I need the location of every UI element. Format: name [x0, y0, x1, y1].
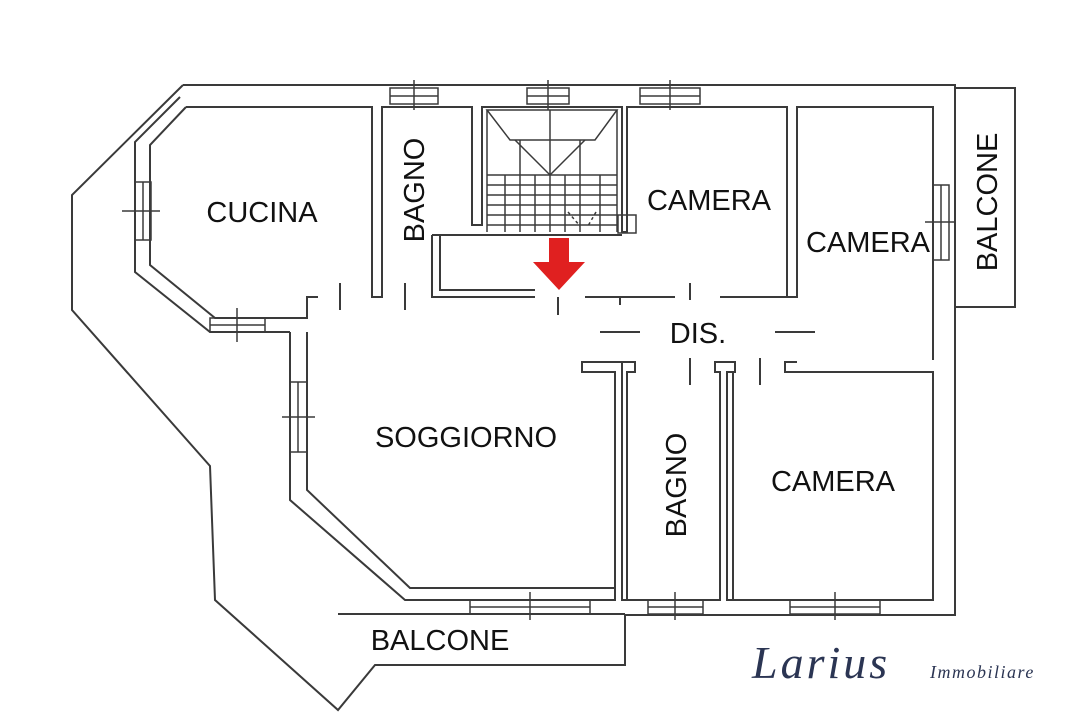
room-label-bagno-bottom: BAGNO — [661, 433, 693, 538]
logo-tagline: Immobiliare — [929, 662, 1035, 682]
window-bagno-top — [389, 80, 439, 110]
window-bagno-bottom — [647, 592, 704, 620]
room-label-dis: DIS. — [670, 318, 726, 350]
room-label-balcone-bottom: BALCONE — [371, 625, 510, 657]
window-soggiorno-left — [282, 381, 315, 453]
window-soggiorno-bottom — [469, 592, 591, 620]
room-label-soggiorno: SOGGIORNO — [375, 422, 557, 454]
staircase — [485, 109, 637, 234]
room-label-camera-3: CAMERA — [771, 466, 896, 498]
room-label-balcone-right: BALCONE — [972, 133, 1004, 272]
arrow-down-icon — [533, 238, 585, 290]
window-cucina-left — [122, 181, 160, 241]
outer-wall-top — [183, 84, 1016, 308]
stair-post — [617, 214, 637, 234]
stair-steps — [487, 174, 617, 232]
windows — [122, 80, 955, 620]
logo-name: Larius — [751, 637, 890, 688]
outer-wall-left — [71, 84, 956, 712]
room-label-bagno-top: BAGNO — [399, 138, 431, 243]
walls — [71, 84, 1016, 712]
room-label-camera-2: CAMERA — [806, 227, 931, 259]
window-camera-3 — [789, 592, 881, 620]
stair-landing — [485, 109, 619, 141]
inner-wall-stair — [431, 235, 535, 298]
window-cucina-bottom — [209, 308, 266, 342]
inner-wall-soggiorno — [289, 332, 636, 601]
room-label-cucina: CUCINA — [206, 197, 318, 229]
company-logo: Larius Immobiliare — [751, 637, 1035, 688]
inner-wall-bagno-bottom — [627, 361, 934, 601]
room-label-camera-1: CAMERA — [647, 185, 772, 217]
inner-wall-soggiorno-left — [306, 332, 615, 589]
window-camera-2 — [925, 184, 955, 261]
inner-wall-stair-inner — [439, 235, 535, 291]
window-camera-1 — [639, 80, 701, 110]
window-stairs — [526, 80, 570, 110]
